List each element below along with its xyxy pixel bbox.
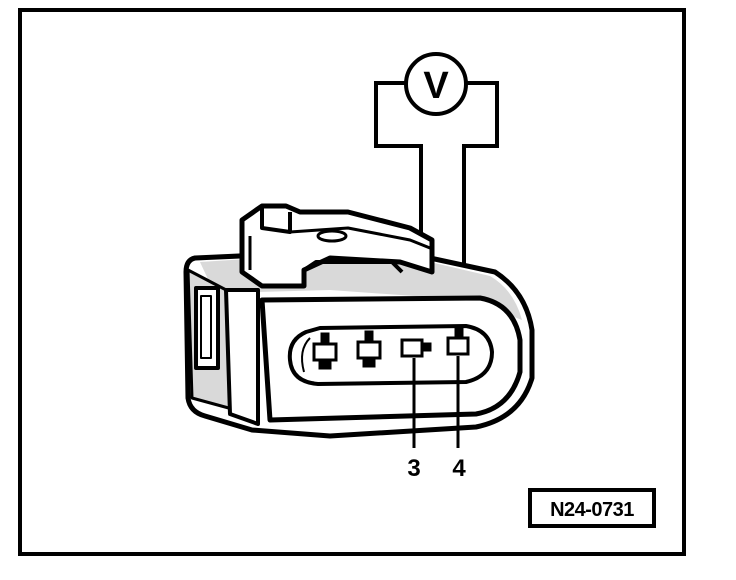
pin-4 <box>446 326 470 356</box>
voltmeter-symbol: V <box>423 65 449 107</box>
voltmeter-leads <box>374 81 499 356</box>
connector-housing <box>183 203 535 439</box>
voltmeter-icon: V <box>404 52 468 116</box>
pin-leader-lines <box>412 356 460 448</box>
pin-label-3: 3 <box>407 455 420 482</box>
pin-label-4: 4 <box>452 455 466 482</box>
reference-code: N24-0731 <box>550 499 634 521</box>
pin-2 <box>356 330 382 368</box>
pin-1 <box>312 332 338 370</box>
pin-3 <box>400 338 432 358</box>
reference-code-box: N24-0731 <box>528 488 656 528</box>
